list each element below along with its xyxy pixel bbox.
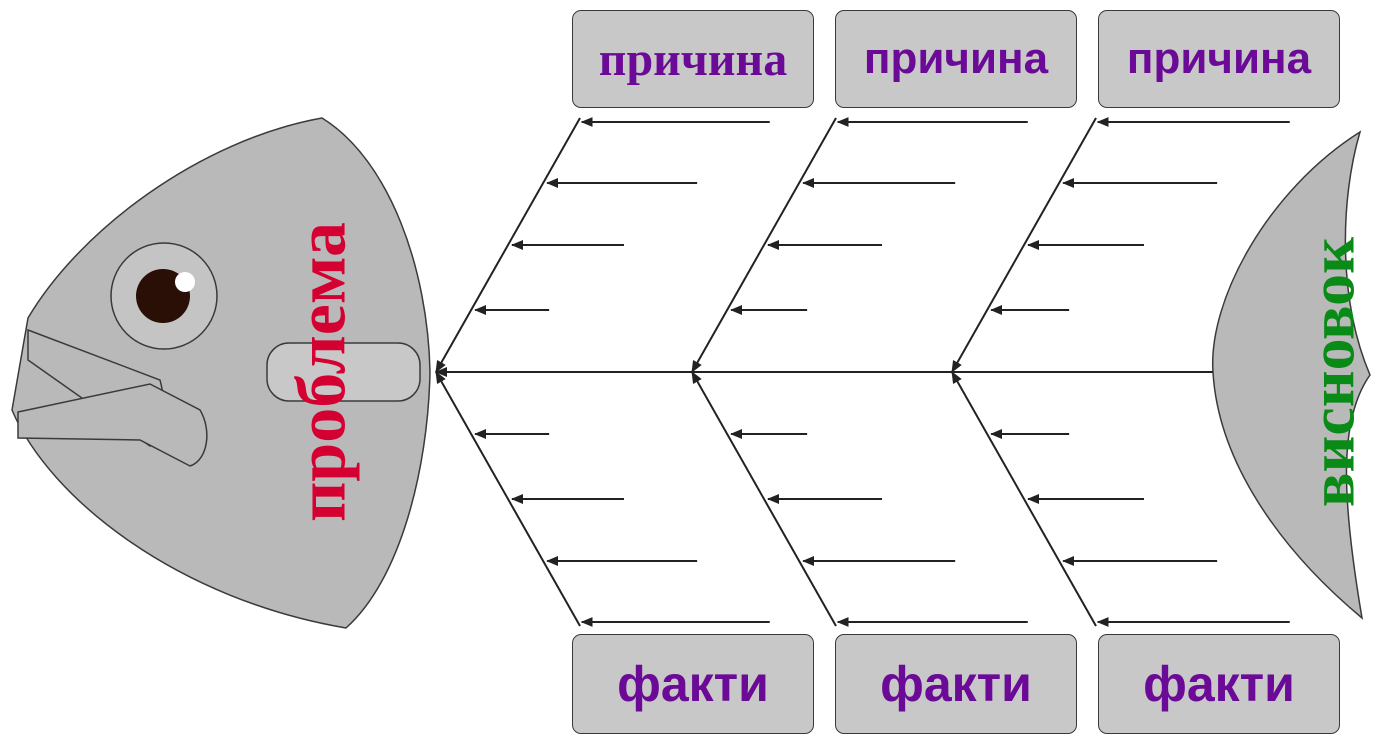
facts-label-2: факти xyxy=(880,656,1032,712)
branch-2-upper-bone xyxy=(691,117,837,373)
cause-box-1: причина xyxy=(572,10,814,108)
cause-label-1: причина xyxy=(598,32,788,86)
fish-head xyxy=(11,117,431,629)
branch-3-lower-bone xyxy=(951,371,1097,627)
branch-3-upper-bone xyxy=(951,117,1097,373)
branch-1-lower-bone xyxy=(435,371,581,627)
facts-label-3: факти xyxy=(1143,656,1295,712)
fish-gill xyxy=(266,342,421,402)
branch-1-upper-bone xyxy=(435,117,581,373)
facts-box-1: факти xyxy=(572,634,814,734)
bones-group xyxy=(435,117,1290,627)
facts-label-1: факти xyxy=(617,656,769,712)
fish-eye-highlight xyxy=(175,272,195,292)
fish-tail xyxy=(1212,130,1371,620)
cause-box-2: причина xyxy=(835,10,1077,108)
conclusion-label: висновок xyxy=(1297,237,1368,507)
problem-label: проблема xyxy=(284,222,361,522)
cause-label-3: причина xyxy=(1126,34,1312,83)
branch-2-lower-bone xyxy=(691,371,837,627)
facts-box-2: факти xyxy=(835,634,1077,734)
cause-box-3: причина xyxy=(1098,10,1340,108)
cause-label-2: причина xyxy=(863,34,1049,83)
facts-box-3: факти xyxy=(1098,634,1340,734)
fish-lower-lip xyxy=(17,383,208,467)
